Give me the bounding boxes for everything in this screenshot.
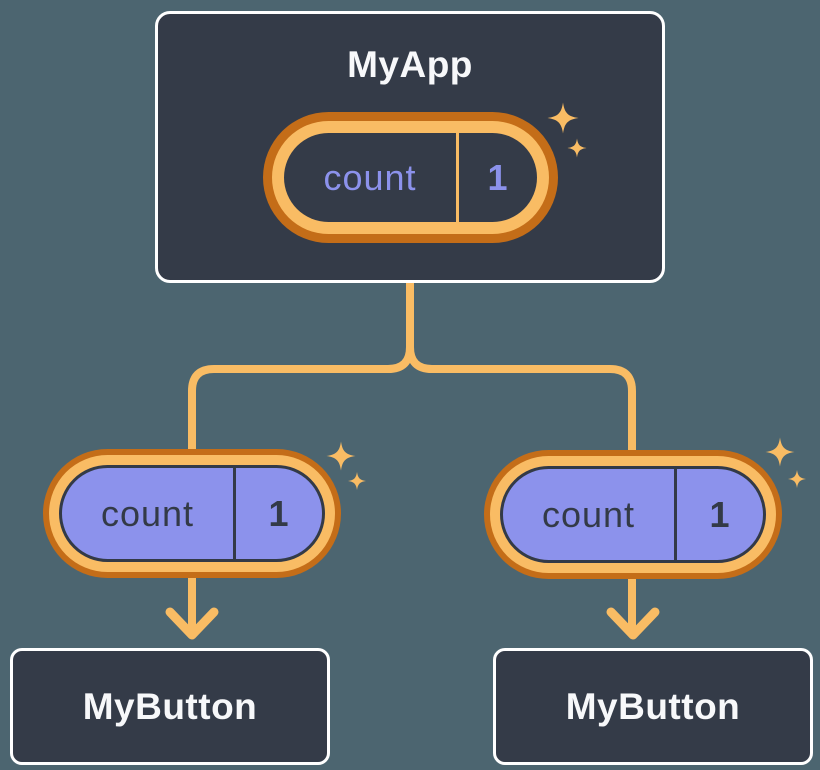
arrow-down-icon xyxy=(165,607,219,640)
node-mybutton-right: MyButton xyxy=(493,648,813,765)
state-pill-ring: count 1 xyxy=(272,121,549,234)
prop-pill-right: count 1 xyxy=(484,450,782,579)
arrow-down-icon xyxy=(606,607,660,640)
state-pill-label: count xyxy=(323,156,417,198)
node-myapp-title: MyApp xyxy=(347,44,473,85)
state-pill: count 1 xyxy=(263,112,558,243)
prop-pill-value: 1 xyxy=(268,492,290,534)
prop-pill-body: count 1 xyxy=(59,465,325,562)
pill-divider xyxy=(674,469,677,560)
prop-pill-ring: count 1 xyxy=(490,456,776,573)
node-mybutton-title: MyButton xyxy=(82,685,258,727)
prop-pill-label: count xyxy=(541,493,636,535)
prop-pill-value: 1 xyxy=(709,493,731,535)
prop-pill-ring: count 1 xyxy=(49,455,335,572)
prop-pill-label: count xyxy=(100,492,195,534)
prop-pill-left: count 1 xyxy=(43,449,341,578)
state-pill-body: count 1 xyxy=(284,133,537,222)
state-pill-value: 1 xyxy=(487,156,509,198)
pill-divider xyxy=(233,468,236,559)
pill-divider xyxy=(456,133,459,222)
node-mybutton-left: MyButton xyxy=(10,648,330,765)
prop-pill-body: count 1 xyxy=(500,466,766,563)
node-mybutton-title: MyButton xyxy=(565,685,741,727)
node-myapp: MyApp count 1 xyxy=(155,11,665,283)
